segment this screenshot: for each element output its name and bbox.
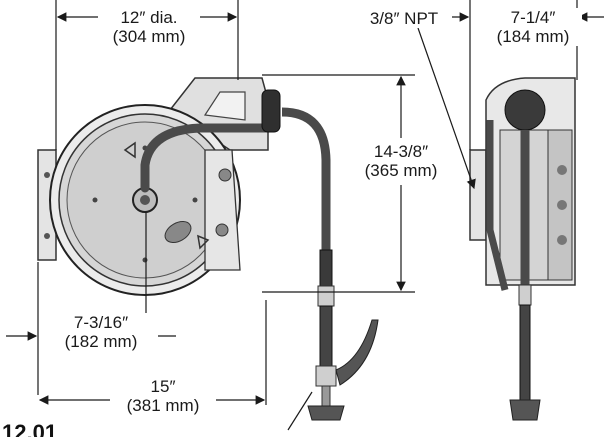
spray-valve-handle [335,319,379,386]
overall-width-inches: 15″ [150,377,176,396]
hose [140,123,275,193]
brand-logo [164,221,192,243]
side-bracket [469,149,487,241]
wall-offset-mm: (182 mm) [64,332,138,351]
diameter-inches: 12″ dia. [120,8,178,27]
front-view [37,77,379,431]
side-depth-inches: 7-1/4″ [510,8,556,27]
side-view [469,77,576,421]
wall-offset-dimension-label: 7-3/16″ (182 mm) [44,313,158,351]
hose-guide [261,89,281,133]
spray-head [307,405,345,421]
overall-width-dimension-label: 15″ (381 mm) [110,377,216,415]
diameter-mm: (304 mm) [112,27,186,46]
height-mm: (365 mm) [364,161,438,180]
side-depth-mm: (184 mm) [496,27,570,46]
overall-width-mm: (381 mm) [126,396,200,415]
height-inches: 14-3/8″ [373,142,429,161]
inlet-npt-label: 3/8″ NPT [356,9,452,28]
side-hose-guide [504,89,546,131]
side-depth-dimension-label: 7-1/4″ (184 mm) [484,8,582,46]
model-number: 12.01 [2,420,58,437]
hose-drop [281,107,331,288]
wall-offset-inches: 7-3/16″ [73,313,129,332]
height-dimension-label: 14-3/8″ (365 mm) [356,142,446,180]
diameter-dimension-label: 12″ dia. (304 mm) [98,8,200,46]
